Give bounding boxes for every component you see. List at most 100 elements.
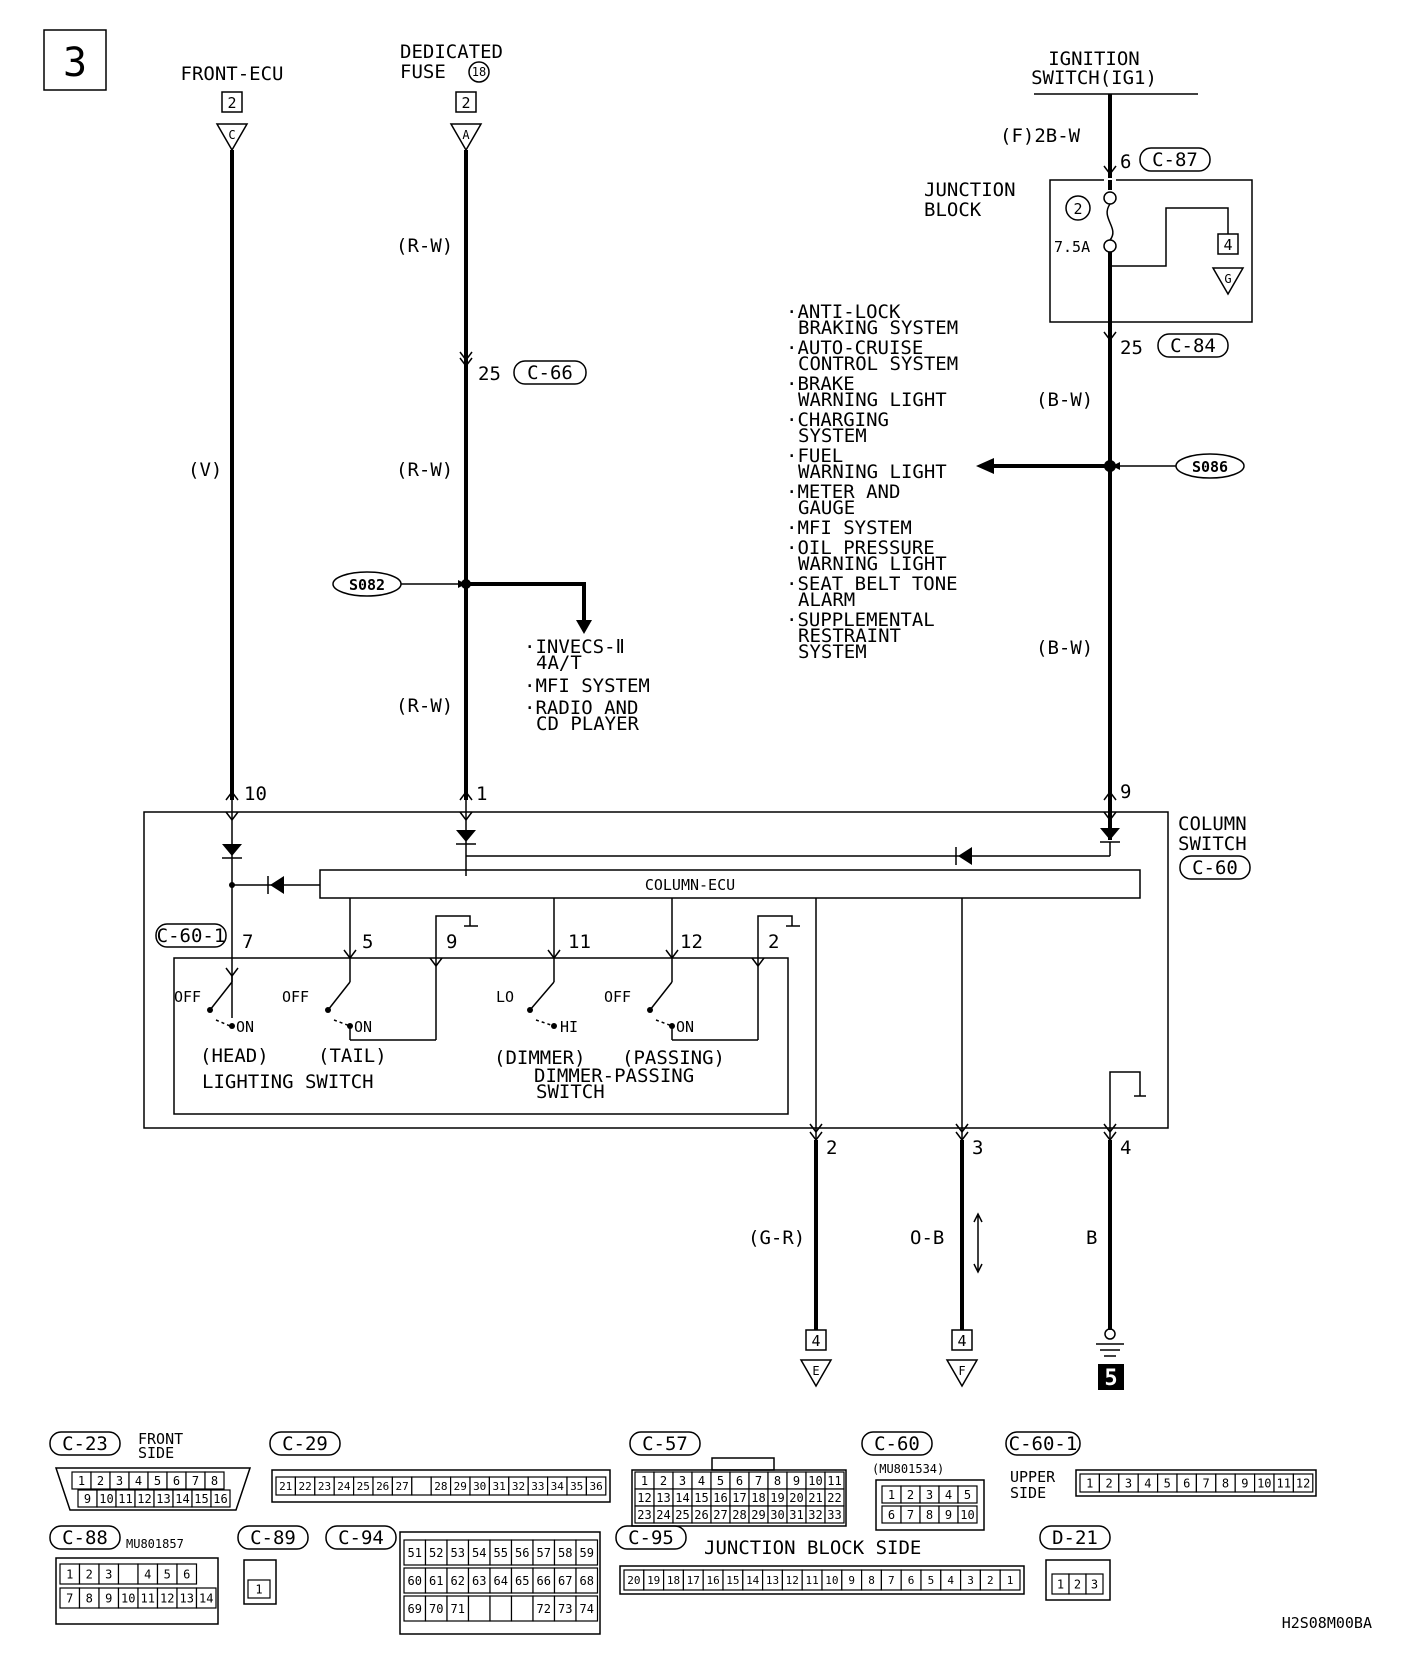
ignition-title-1: IGNITION	[1048, 48, 1140, 70]
wire-s082-branch	[466, 582, 586, 622]
connector-pin-label: 5	[964, 1488, 971, 1502]
cs-pin-10: 10	[244, 783, 267, 805]
fuse-number: 18	[472, 65, 486, 79]
connector-pin-label: 11	[827, 1474, 841, 1488]
c601-side-2: SIDE	[1010, 1484, 1046, 1502]
connector-pin-label: 3	[105, 1567, 112, 1581]
s086-target-16: ·SEAT BELT TONE	[786, 573, 958, 595]
out-f-tag: F	[958, 1364, 965, 1378]
tail-name: (TAIL)	[318, 1045, 387, 1067]
connector-pin-label: 2	[1105, 1476, 1112, 1490]
connector-pin-label: 2	[660, 1474, 667, 1488]
connector-pin-label: 9	[105, 1591, 112, 1605]
c23-name: C-23	[62, 1433, 108, 1455]
connector-pin-label: 16	[713, 1491, 727, 1505]
c66-pin: 25	[478, 363, 501, 385]
s082-target-5: CD PLAYER	[536, 713, 640, 735]
connector-pin-label: 12	[1296, 1476, 1310, 1490]
passing-switch: OFF ON (PASSING)	[604, 958, 759, 1069]
fuse-ref-box	[455, 91, 477, 113]
connector-pin-cell	[585, 1476, 607, 1496]
connector-pin-label: 15	[194, 1492, 208, 1506]
connector-mark-c66	[459, 351, 473, 368]
junction-block-title-2: BLOCK	[924, 199, 982, 221]
s086-target-15: WARNING LIGHT	[798, 553, 947, 575]
connector-pin-label: 20	[789, 1491, 803, 1505]
connector-pin-label: 9	[1241, 1476, 1248, 1490]
junction-block-title-1: JUNCTION	[924, 179, 1016, 201]
jb-branch-wire	[1110, 207, 1229, 267]
connector-pin-label: 2	[97, 1474, 104, 1488]
fuse-number-circle	[468, 61, 490, 83]
connector-pin-label: 71	[451, 1602, 465, 1616]
connector-pin-label: 13	[656, 1491, 670, 1505]
connector-pin-cell	[510, 1595, 534, 1622]
c60-badge	[1179, 855, 1251, 880]
connector-pin-label: 27	[713, 1508, 727, 1522]
connector-pin-label: 19	[647, 1574, 660, 1587]
connector-pin-label: 4	[144, 1567, 151, 1581]
c88-name: C-88	[62, 1527, 108, 1549]
front-ecu-ref-box	[221, 91, 243, 113]
jb-fuse-number-circle	[1065, 195, 1091, 221]
connector-pin-label: 16	[213, 1492, 227, 1506]
connector-pin-label: 17	[732, 1491, 746, 1505]
c95-name: C-95	[628, 1527, 674, 1549]
connector-pin-label: 16	[706, 1574, 719, 1587]
connector-pin-label: 20	[627, 1574, 640, 1587]
column-switch-title-2: SWITCH	[1178, 833, 1247, 855]
s086-target-3: ·AUTO-CRUISE	[786, 337, 923, 359]
wire-label-gr: (G-R)	[748, 1227, 805, 1249]
connector-pin-label: 52	[429, 1546, 443, 1560]
s086-target-2: BRAKING SYSTEM	[798, 317, 958, 339]
connector-pin-cell	[411, 1476, 432, 1496]
s086-target-6: WARNING LIGHT	[798, 389, 947, 411]
d21-name: D-21	[1052, 1527, 1098, 1549]
switch-panel-box	[173, 957, 789, 1115]
connector-pin-label: 64	[494, 1574, 508, 1588]
c601-view-name: C-60-1	[1009, 1433, 1078, 1455]
c89-name: C-89	[250, 1527, 296, 1549]
s086-target-14: ·OIL PRESSURE	[786, 537, 935, 559]
s086-target-4: CONTROL SYSTEM	[798, 353, 958, 375]
connector-pin-label: 14	[199, 1591, 213, 1605]
head-off: OFF	[174, 988, 201, 1006]
connector-pin-label: 13	[766, 1574, 779, 1587]
s082-target-2: 4A/T	[536, 652, 582, 674]
connector-pin-label: 1	[255, 1582, 262, 1596]
connector-pin-label: 3	[116, 1474, 123, 1488]
connector-pin-label: 5	[154, 1474, 161, 1488]
connector-pin-label: 1	[66, 1567, 73, 1581]
head-switch: OFF ON (HEAD)	[174, 976, 269, 1067]
cs-pin-9: 9	[1120, 781, 1131, 803]
c60-view-name: C-60	[874, 1433, 920, 1455]
inner-pins: 7 5 9 11 12 2	[225, 898, 800, 978]
junction-block-box	[1049, 179, 1253, 323]
connector-pin-label: 33	[827, 1508, 841, 1522]
out-f-ref-box	[951, 1329, 973, 1351]
splice-s086: S086	[1192, 458, 1228, 476]
tail-off: OFF	[282, 988, 309, 1006]
connector-pin-label: 26	[694, 1508, 708, 1522]
lighting-switch-label: LIGHTING SWITCH	[202, 1071, 374, 1093]
inner-pin-12: 12	[680, 931, 703, 953]
connector-pin-label: 24	[656, 1508, 670, 1522]
connector-pin-label: 25	[357, 1480, 370, 1493]
connector-pin-label: 28	[434, 1480, 447, 1493]
connector-pin-cell	[247, 1579, 271, 1599]
front-ecu-title: FRONT-ECU	[181, 63, 284, 85]
s086-targets: ·ANTI-LOCK BRAKING SYSTEM ·AUTO-CRUISE C…	[786, 301, 958, 663]
connector-pin-label: 8	[211, 1474, 218, 1488]
ground-ref: 5	[1104, 1366, 1117, 1391]
connector-pin-label: 8	[868, 1574, 875, 1587]
s086-target-12: GAUGE	[798, 497, 855, 519]
connector-pin-label: 10	[121, 1591, 135, 1605]
s082-target-4: ·RADIO AND	[524, 697, 638, 719]
connector-pin-cell	[210, 1489, 231, 1508]
c23-side-2: SIDE	[138, 1444, 174, 1462]
out-e-ref: 4	[811, 1332, 820, 1350]
connector-pin-label: 29	[454, 1480, 467, 1493]
connector-pin-label: 5	[164, 1567, 171, 1581]
